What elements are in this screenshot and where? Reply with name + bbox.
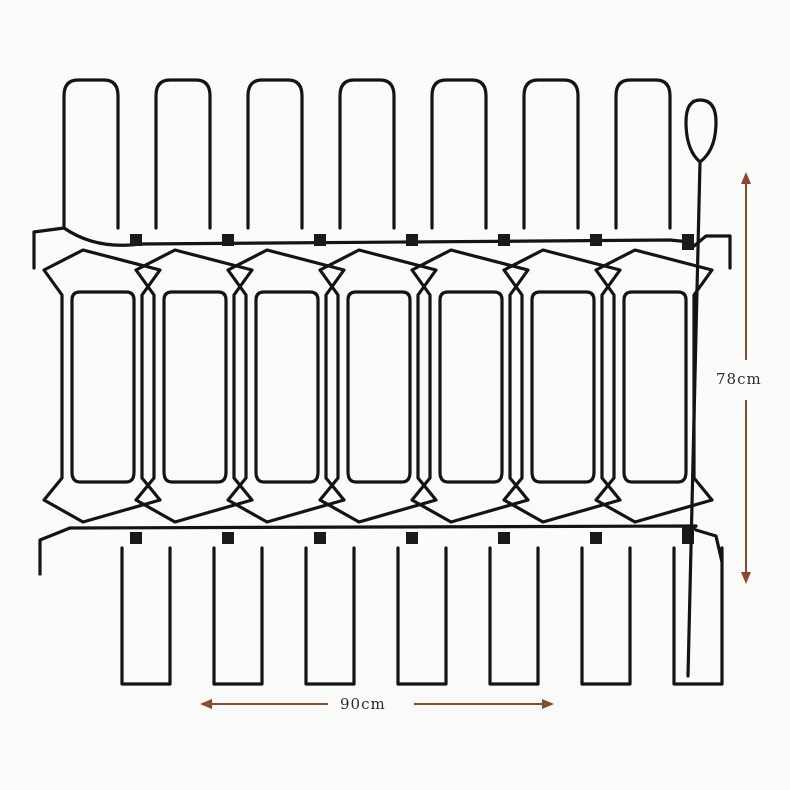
wire-clip bbox=[498, 234, 510, 246]
wire-clip bbox=[130, 234, 142, 246]
bottom-loop bbox=[672, 546, 724, 686]
bottom-loop bbox=[580, 546, 632, 686]
wire-clip bbox=[314, 532, 326, 544]
cell-opening bbox=[70, 290, 136, 484]
bottom-loop bbox=[304, 546, 356, 686]
cell-opening bbox=[530, 290, 596, 484]
dimension-arrows bbox=[200, 172, 751, 709]
height-dimension-label: 78cm bbox=[712, 370, 766, 388]
top-loop bbox=[614, 78, 672, 230]
wire-clip bbox=[314, 234, 326, 246]
bottom-loop bbox=[488, 546, 540, 686]
wire-clip bbox=[406, 234, 418, 246]
cell-opening bbox=[622, 290, 688, 484]
left-bottom-hook bbox=[38, 526, 72, 576]
bottom-rail bbox=[68, 524, 698, 532]
wire-clips bbox=[130, 234, 694, 544]
height-arrowhead-top bbox=[741, 172, 751, 184]
top-loop bbox=[338, 78, 396, 230]
cell-opening bbox=[438, 290, 504, 484]
top-loop bbox=[522, 78, 580, 230]
stake-rod bbox=[684, 98, 718, 678]
wire-fence-panel bbox=[32, 78, 732, 686]
ground-stake bbox=[684, 98, 718, 678]
right-top-hook bbox=[692, 234, 732, 270]
cell-opening bbox=[254, 290, 320, 484]
right-bottom-hook bbox=[694, 528, 724, 564]
bottom-loop bbox=[120, 546, 172, 686]
middle-cell bbox=[594, 248, 714, 524]
wire-clip bbox=[406, 532, 418, 544]
top-loop bbox=[154, 78, 212, 230]
wire-clip bbox=[130, 532, 142, 544]
left-top-hook bbox=[32, 226, 66, 270]
wire-clip bbox=[590, 532, 602, 544]
top-loop bbox=[246, 78, 304, 230]
wire-clip bbox=[222, 234, 234, 246]
width-arrowhead-left bbox=[200, 699, 212, 709]
width-arrowhead-right bbox=[542, 699, 554, 709]
cell-opening bbox=[346, 290, 412, 484]
wire-clip bbox=[222, 532, 234, 544]
height-arrowhead-bottom bbox=[741, 572, 751, 584]
wire-clip bbox=[498, 532, 510, 544]
width-dimension-label: 90cm bbox=[336, 695, 390, 713]
top-loop bbox=[62, 78, 120, 230]
cell-opening bbox=[162, 290, 228, 484]
top-loop bbox=[430, 78, 488, 230]
wire-clip bbox=[590, 234, 602, 246]
wire-clip bbox=[682, 238, 694, 250]
bottom-loop bbox=[396, 546, 448, 686]
bottom-loop bbox=[212, 546, 264, 686]
